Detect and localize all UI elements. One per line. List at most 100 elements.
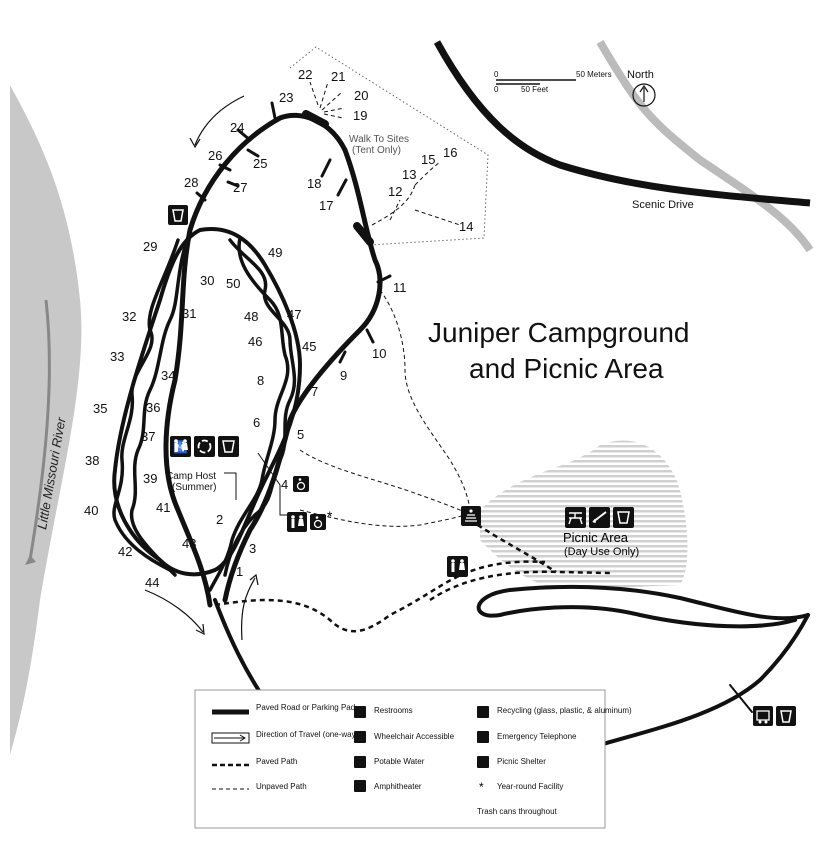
site-24-label: 24 <box>230 120 244 135</box>
site-1-label: 1 <box>236 564 243 579</box>
site-47-label: 47 <box>287 307 301 322</box>
site-35-label: 35 <box>93 401 107 416</box>
restroom-icon <box>287 512 307 532</box>
svg-text:Emergency Telephone: Emergency Telephone <box>497 732 577 741</box>
wheelchair-icon <box>310 514 326 530</box>
river <box>10 85 82 755</box>
site-13-label: 13 <box>402 167 416 182</box>
year-round-mark: * <box>327 508 333 524</box>
site-43-label: 43 <box>182 536 196 551</box>
site-22-label: 22 <box>298 67 312 82</box>
site-3-label: 3 <box>249 541 256 556</box>
site-31-label: 31 <box>182 306 196 321</box>
svg-text:Unpaved Path: Unpaved Path <box>256 782 307 791</box>
svg-text:Amphitheater: Amphitheater <box>374 782 422 791</box>
site-20-label: 20 <box>354 88 368 103</box>
site-37-label: 37 <box>141 429 155 444</box>
water-icon <box>168 205 188 225</box>
site-28-label: 28 <box>184 175 198 190</box>
site-4-label: 4 <box>281 477 288 492</box>
site-30-label: 30 <box>200 273 214 288</box>
picnic-area-label: Picnic Area <box>563 530 629 545</box>
site-38-label: 38 <box>85 453 99 468</box>
walk-to-sites-area <box>289 46 489 246</box>
site-14-label: 14 <box>459 219 473 234</box>
site-12-label: 12 <box>388 184 402 199</box>
svg-text:50 Feet: 50 Feet <box>521 85 549 94</box>
svg-text:North: North <box>627 69 654 81</box>
site-6-label: 6 <box>253 415 260 430</box>
site-27-label: 27 <box>233 180 247 195</box>
scale-bar: 0 50 Meters 0 50 Feet <box>494 70 612 94</box>
tent-site-paths <box>309 81 461 226</box>
site-48-label: 48 <box>244 309 258 324</box>
site-19-label: 19 <box>353 108 367 123</box>
north-arrow: North <box>627 69 656 107</box>
site-17-label: 17 <box>319 198 333 213</box>
water-icon <box>218 436 239 457</box>
wheelchair-icon <box>293 476 309 492</box>
site-23-label: 23 <box>279 90 293 105</box>
site-25-label: 25 <box>253 156 267 171</box>
unpaved-paths <box>299 289 471 527</box>
svg-text:0: 0 <box>494 85 499 94</box>
svg-text:Paved Path: Paved Path <box>256 757 297 766</box>
site-46-label: 46 <box>248 334 262 349</box>
restroom-icon: 🚻 <box>170 436 191 457</box>
recycling-icon <box>194 436 215 457</box>
site-10-label: 10 <box>372 346 386 361</box>
site-50-label: 50 <box>226 276 240 291</box>
gray-road <box>596 39 814 253</box>
site-15-label: 15 <box>421 152 435 167</box>
site-40-label: 40 <box>84 503 98 518</box>
picnic-shelter-icon <box>589 507 610 528</box>
map-title: Juniper Campground <box>428 317 690 348</box>
site-5-label: 5 <box>297 427 304 442</box>
svg-text:0: 0 <box>494 70 499 79</box>
site-32-label: 32 <box>122 309 136 324</box>
site-41-label: 41 <box>156 500 170 515</box>
site-26-label: 26 <box>208 148 222 163</box>
restroom-icon <box>447 556 468 577</box>
site-49-label: 49 <box>268 245 282 260</box>
direction-arrows <box>144 95 259 641</box>
svg-text:Trash cans throughout: Trash cans throughout <box>477 807 558 816</box>
phone-icon <box>753 706 773 726</box>
river-centerline <box>28 299 51 561</box>
svg-text:Wheelchair Accessible: Wheelchair Accessible <box>374 732 455 741</box>
site-29-label: 29 <box>143 239 157 254</box>
svg-text:Restrooms: Restrooms <box>374 706 413 715</box>
site-7-label: 7 <box>311 384 318 399</box>
svg-text:(Tent Only): (Tent Only) <box>352 145 401 156</box>
svg-text:Potable Water: Potable Water <box>374 757 425 766</box>
walk-to-sites-label: Walk To Sites <box>349 134 409 145</box>
campground-road <box>112 101 392 702</box>
site-8-label: 8 <box>257 373 264 388</box>
svg-text:*: * <box>479 780 484 794</box>
paved-paths <box>214 518 611 633</box>
site-36-label: 36 <box>146 400 160 415</box>
amphitheater-icon <box>461 506 481 526</box>
site-9-label: 9 <box>340 368 347 383</box>
site-34-label: 34 <box>161 368 175 383</box>
svg-text:50 Meters: 50 Meters <box>576 70 612 79</box>
svg-text:Year-round Facility: Year-round Facility <box>497 782 563 791</box>
svg-text:(Day Use Only): (Day Use Only) <box>564 546 639 558</box>
legend: Paved Road or Parking Pad Direction of T… <box>194 689 632 829</box>
picnic-table-icon <box>565 507 586 528</box>
site-11-label: 11 <box>393 280 407 295</box>
water-icon <box>613 507 634 528</box>
site-21-label: 21 <box>331 69 345 84</box>
svg-text:Picnic Shelter: Picnic Shelter <box>497 757 546 766</box>
site-44-label: 44 <box>145 575 159 590</box>
scenic-drive <box>433 40 811 207</box>
site-16-label: 16 <box>443 145 457 160</box>
site-33-label: 33 <box>110 349 124 364</box>
site-42-label: 42 <box>118 544 132 559</box>
road-label: Scenic Drive <box>632 199 694 211</box>
picnic-road <box>476 584 810 747</box>
svg-text:Direction of Travel (one-way): Direction of Travel (one-way) <box>256 730 359 739</box>
svg-text:Paved Road or Parking Pad: Paved Road or Parking Pad <box>256 703 355 712</box>
